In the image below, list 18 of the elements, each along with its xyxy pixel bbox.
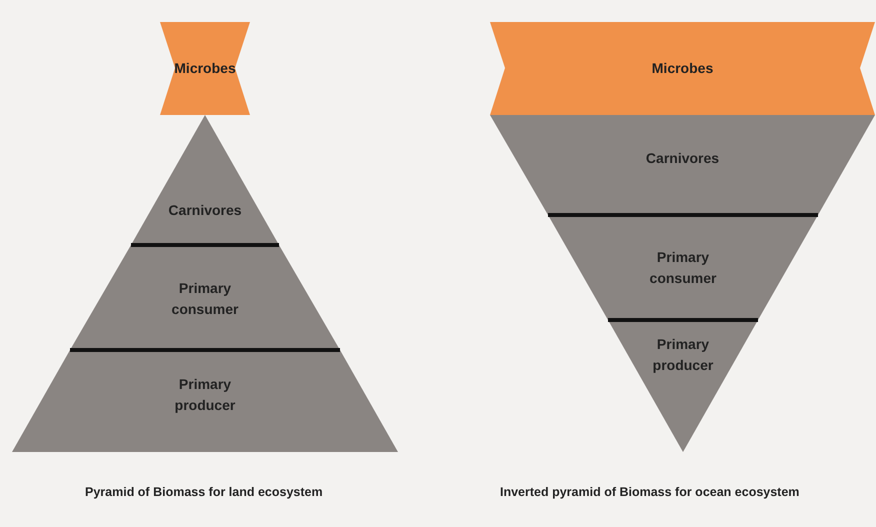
tier-label: Primary consumer bbox=[648, 248, 718, 288]
caption: Inverted pyramid of Biomass for ocean ecosystem bbox=[500, 485, 800, 499]
tier-label: Primary consumer bbox=[170, 279, 240, 319]
tier-label: Microbes bbox=[173, 58, 237, 78]
tier-label: Carnivores bbox=[167, 200, 243, 220]
tier-label: Primary producer bbox=[174, 375, 236, 415]
microbes-band bbox=[160, 22, 250, 115]
tier-label: Carnivores bbox=[644, 148, 720, 168]
microbes-band bbox=[490, 22, 875, 115]
tier-label: Primary producer bbox=[652, 335, 714, 375]
pyramid-tier bbox=[490, 115, 875, 215]
pyramid-tier bbox=[12, 350, 398, 452]
tier-label: Microbes bbox=[650, 58, 714, 78]
pyramid-tier bbox=[608, 320, 758, 452]
pyramid-tier bbox=[548, 215, 818, 320]
pyramid-tier bbox=[70, 245, 340, 350]
caption: Pyramid of Biomass for land ecosystem bbox=[85, 485, 323, 499]
pyramid-tier bbox=[131, 115, 279, 245]
